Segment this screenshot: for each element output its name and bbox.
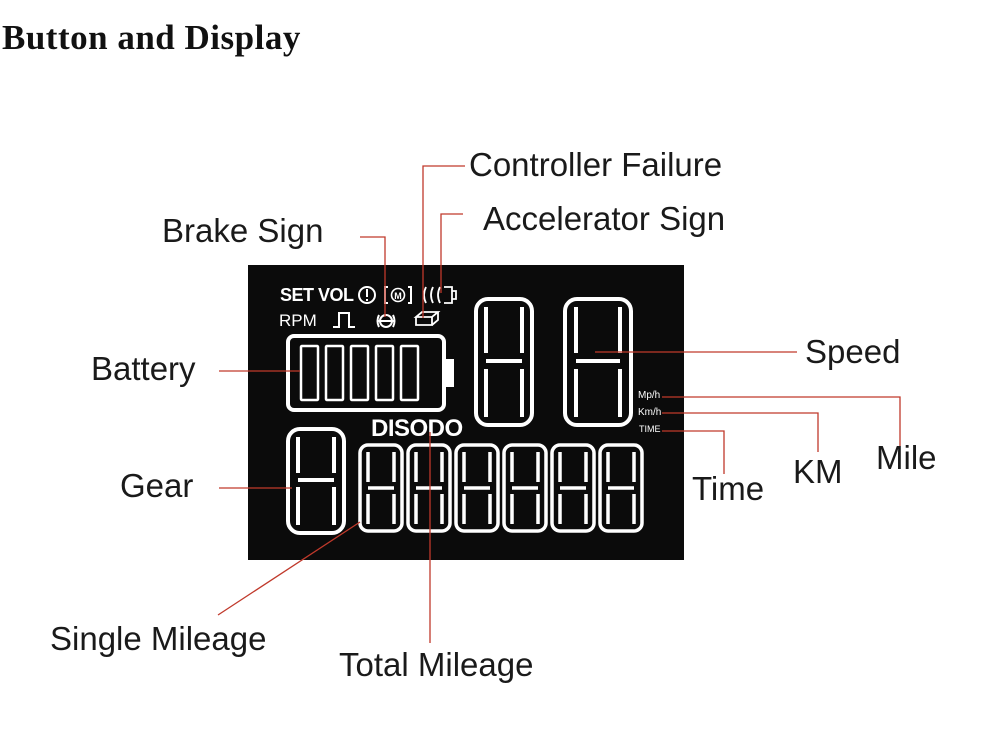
time-line bbox=[662, 430, 725, 474]
label-total-mileage: Total Mileage bbox=[339, 646, 534, 683]
pulse-icon bbox=[333, 312, 355, 328]
mileage-digit-6 bbox=[598, 443, 644, 533]
time-indicator: TIME bbox=[639, 424, 661, 434]
label-accelerator-sign: Accelerator Sign bbox=[483, 200, 726, 237]
battery-gauge bbox=[286, 334, 454, 412]
label-controller-failure: Controller Failure bbox=[469, 146, 723, 183]
mileage-digit-4 bbox=[502, 443, 548, 533]
mileage-digit-5 bbox=[550, 443, 596, 533]
battery-bar-4 bbox=[374, 344, 395, 402]
svg-text:M: M bbox=[394, 291, 402, 301]
brake-icon bbox=[376, 314, 396, 328]
mph-unit-indicator: Mp/h bbox=[638, 390, 661, 401]
label-km: KM bbox=[793, 453, 843, 490]
battery-bar-1 bbox=[299, 344, 320, 402]
mileage-digit-2 bbox=[406, 443, 452, 533]
label-time: Time bbox=[692, 470, 765, 507]
warning-icon bbox=[358, 286, 376, 304]
km-line bbox=[662, 412, 819, 452]
accelerator-icon bbox=[413, 311, 441, 326]
page-title: Button and Display bbox=[2, 18, 301, 57]
single-mileage-line bbox=[217, 521, 361, 616]
battery-bar-5 bbox=[399, 344, 420, 402]
label-brake-sign: Brake Sign bbox=[162, 212, 324, 249]
brake-sign-line bbox=[360, 236, 386, 317]
label-battery: Battery bbox=[91, 350, 196, 387]
battery-bar-3 bbox=[349, 344, 370, 402]
set-vol-indicator: SET VOL bbox=[280, 285, 354, 305]
disodo-indicator: DISODO bbox=[371, 415, 463, 442]
label-speed: Speed bbox=[805, 333, 901, 370]
controller-failure-line bbox=[422, 165, 465, 318]
kmh-unit-indicator: Km/h bbox=[638, 407, 662, 418]
speed-digit-2 bbox=[563, 297, 633, 427]
cruise-icon bbox=[423, 286, 457, 304]
mileage-digit-3 bbox=[454, 443, 500, 533]
mileage-digit-1 bbox=[358, 443, 404, 533]
rpm-indicator: RPM bbox=[279, 311, 317, 330]
gear-digit bbox=[286, 427, 346, 535]
label-single-mileage: Single Mileage bbox=[50, 620, 267, 657]
lcd-display: SET VOL RPM DISODO Mp/h Km/h TIME M bbox=[248, 265, 684, 560]
battery-bar-2 bbox=[324, 344, 345, 402]
label-gear: Gear bbox=[120, 467, 194, 504]
speed-digit-1 bbox=[474, 297, 534, 427]
mile-line bbox=[662, 396, 901, 446]
accelerator-sign-line bbox=[440, 213, 463, 293]
label-mile: Mile bbox=[876, 439, 937, 476]
